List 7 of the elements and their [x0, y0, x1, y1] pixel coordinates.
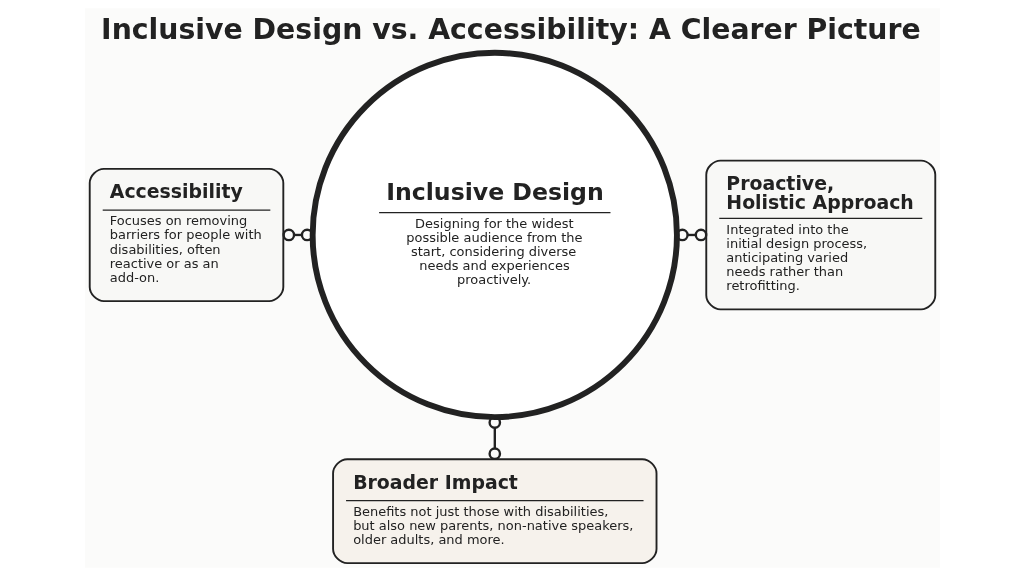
connector — [282, 228, 313, 242]
diagram-title: Inclusive Design vs. Accessibility: A Clearer Picture — [100, 13, 921, 47]
node-box: Accessibility Focuses on removing barriers for people with disabilities, often reactive or as an add-on. — [88, 167, 284, 302]
node-box: Proactive, Holistic Approach Integrated into the initial design process, anticipating varied needs rather than retrofitting. — [704, 159, 936, 311]
node-circle: Inclusive Design Designing for the widest possible audience from the start, considering diverse needs and experiences proactively. — [309, 49, 680, 421]
node-box: Broader Impact Benefits not just those with disabilities, but also new parents, non-native speakers, older adults, and more. — [331, 458, 657, 565]
connector — [487, 416, 501, 461]
